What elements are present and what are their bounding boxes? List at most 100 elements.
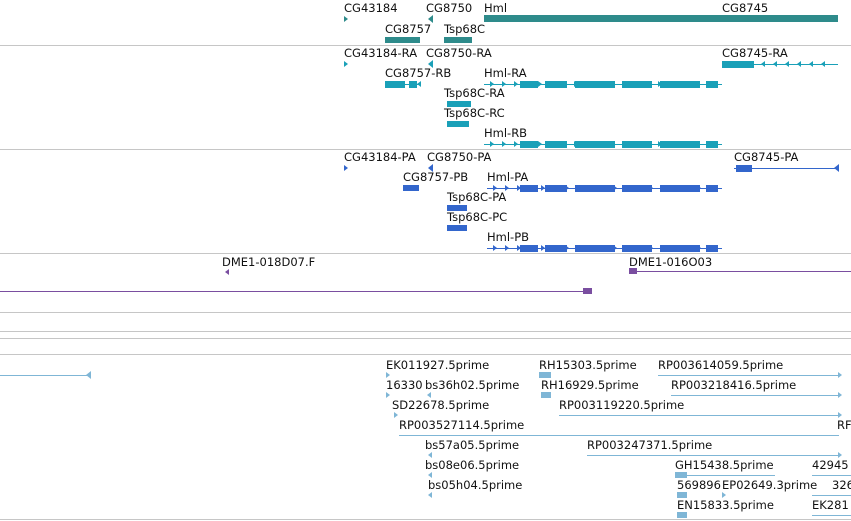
transcript-cg8745-ra-intron-line[interactable] [722,64,838,65]
transcript-label-tsp68c-ra[interactable]: Tsp68C-RA [444,86,505,100]
est-569896[interactable] [677,492,687,498]
protein-label-cg43184-pa[interactable]: CG43184-PA [344,150,416,164]
est-label-rf[interactable]: RF [837,418,851,432]
gene-label-tsp68c[interactable]: Tsp68C [444,22,486,36]
est-rp003527114[interactable] [399,435,839,436]
est-rp003218416[interactable] [671,395,838,396]
transcript-hml-rb-exon[interactable] [660,141,700,148]
gene-label-cg8757[interactable]: CG8757 [385,22,432,36]
est-ek281[interactable] [812,515,851,516]
est-rh16929[interactable] [541,392,551,398]
est-label-rp003218416[interactable]: RP003218416.5prime [671,378,797,392]
est-326[interactable] [812,495,851,496]
est-label-ek281[interactable]: EK281 [812,498,849,512]
est-label-gh15438[interactable]: GH15438.5prime [675,458,774,472]
protein-hml-pa-exon[interactable] [660,185,700,192]
clone-dme1-018d07f-end[interactable] [583,288,592,294]
transcript-label-tsp68c-rc[interactable]: Tsp68C-RC [444,106,505,120]
strand-forward-icon [394,412,398,418]
est-gh15438-line[interactable] [675,475,775,476]
clone-label-dme1-016o03[interactable]: DME1-016O03 [629,255,713,269]
transcript-hml-ra-exon[interactable] [545,81,567,88]
est-label-569896[interactable]: 569896 [677,478,721,492]
est-line-left[interactable] [0,375,90,376]
transcript-tsp68c-rc[interactable] [447,121,469,127]
transcript-label-cg43184-ra[interactable]: CG43184-RA [344,46,418,60]
transcript-cg8757-rb-exon[interactable] [409,81,417,88]
protein-label-hml-pa[interactable]: Hml-PA [487,170,529,184]
protein-label-hml-pb[interactable]: Hml-PB [487,230,530,244]
strand-forward-icon [682,141,686,147]
transcript-hml-rb-exon[interactable] [706,141,718,148]
est-label-326[interactable]: 326 [832,478,851,492]
est-label-42945[interactable]: 42945 [812,458,849,472]
protein-hml-pb-exon[interactable] [575,245,615,252]
track-separator [0,354,851,355]
transcript-label-cg8750-ra[interactable]: CG8750-RA [426,46,492,60]
protein-tsp68c-pa[interactable] [447,205,467,211]
strand-forward-icon [838,452,842,458]
strand-forward-icon [622,141,626,147]
est-label-rp003119220[interactable]: RP003119220.5prime [559,398,685,412]
protein-label-cg8745-pa[interactable]: CG8745-PA [734,150,799,164]
est-label-rh15303[interactable]: RH15303.5prime [539,358,637,372]
est-label-rp003247371[interactable]: RP003247371.5prime [587,438,713,452]
transcript-hml-ra-exon[interactable] [575,81,615,88]
clone-dme1-018d07f-line[interactable] [0,291,592,292]
gene-cg8745[interactable] [722,15,838,22]
protein-label-cg8750-pa[interactable]: CG8750-PA [427,150,492,164]
est-label-ep02649[interactable]: EP02649.3prime [722,478,818,492]
transcript-label-cg8757-rb[interactable]: CG8757-RB [385,66,452,80]
gene-label-cg8750[interactable]: CG8750 [426,1,473,15]
est-rp003614059[interactable] [658,375,838,376]
strand-forward-icon [514,81,518,87]
strand-forward-icon [598,141,602,147]
transcript-hml-ra-exon[interactable] [706,81,718,88]
est-label-bs36h02[interactable]: bs36h02.5prime [425,378,520,392]
gene-tsp68c[interactable] [444,37,472,43]
est-label-sd22678[interactable]: SD22678.5prime [392,398,490,412]
clone-label-dme1-018d07f[interactable]: DME1-018D07.F [222,255,316,269]
transcript-label-cg8745-ra[interactable]: CG8745-RA [722,46,788,60]
protein-label-tsp68c-pc[interactable]: Tsp68C-PC [447,210,508,224]
est-rh15303[interactable] [539,372,551,378]
transcript-cg8757-rb-exon[interactable] [385,81,405,88]
gene-label-cg8745[interactable]: CG8745 [722,1,769,15]
strand-forward-icon [553,185,557,191]
gene-label-hml[interactable]: Hml [484,1,508,15]
est-label-bs05h04[interactable]: bs05h04.5prime [428,478,523,492]
gene-cg8757[interactable] [385,37,420,43]
est-rp003119220[interactable] [559,415,839,416]
est-label-16330[interactable]: 16330 [386,378,423,392]
est-42945[interactable] [812,475,851,476]
protein-cg8745-pa-intron-line[interactable] [734,168,838,169]
est-label-rp003614059[interactable]: RP003614059.5prime [658,358,784,372]
transcript-label-hml-ra[interactable]: Hml-RA [484,66,527,80]
est-label-rh16929[interactable]: RH16929.5prime [541,378,639,392]
est-label-bs57a05[interactable]: bs57a05.5prime [425,438,520,452]
protein-hml-pb-exon[interactable] [660,245,700,252]
protein-tsp68c-pc[interactable] [447,225,467,231]
transcript-hml-rb-exon[interactable] [545,141,567,148]
transcript-hml-ra-exon[interactable] [660,81,700,88]
gene-hml[interactable] [484,15,722,22]
protein-label-cg8757-pb[interactable]: CG8757-PB [403,170,469,184]
est-label-ek011927[interactable]: EK011927.5prime [386,358,490,372]
strand-forward-icon [613,245,617,251]
protein-hml-pa-exon[interactable] [575,185,615,192]
protein-cg8757-pb[interactable] [403,185,419,191]
transcript-hml-rb-exon[interactable] [575,141,615,148]
transcript-tsp68c-ra[interactable] [447,101,471,107]
est-rp003247371[interactable] [587,455,838,456]
est-en15833[interactable] [677,512,687,518]
protein-label-tsp68c-pa[interactable]: Tsp68C-PA [447,190,507,204]
clone-dme1-016o03-line[interactable] [629,271,851,272]
strand-forward-icon [541,245,545,251]
gene-label-cg43184[interactable]: CG43184 [344,1,398,15]
protein-cg8745-pa-exon[interactable] [736,165,752,172]
est-label-en15833[interactable]: EN15833.5prime [677,498,774,512]
est-label-rp003527114[interactable]: RP003527114.5prime [399,418,525,432]
est-label-bs08e06[interactable]: bs08e06.5prime [425,458,520,472]
transcript-label-hml-rb[interactable]: Hml-RB [484,126,528,140]
